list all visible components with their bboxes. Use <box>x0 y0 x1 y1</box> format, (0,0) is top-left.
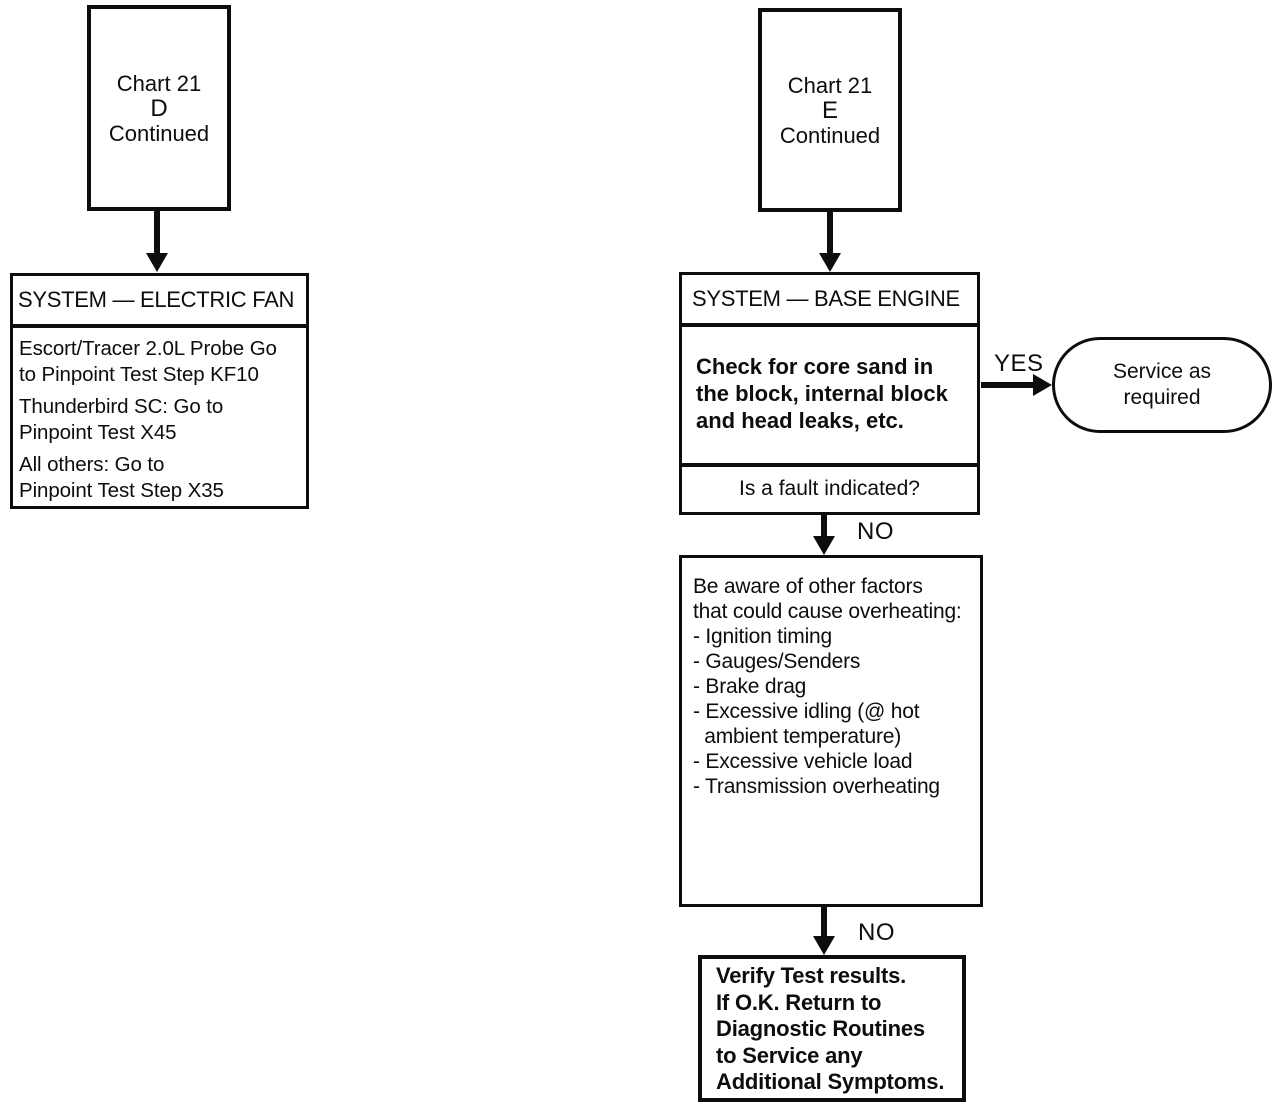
engine-line: the block, internal block <box>696 381 948 406</box>
engine-line: and head leaks, etc. <box>696 408 904 433</box>
arrow-shaft-d-to-fan <box>154 211 160 255</box>
chart-21-e-node: Chart 21 E Continued <box>758 8 902 212</box>
fault-question: Is a fault indicated? <box>739 477 920 500</box>
fan-paragraph: Escort/Tracer 2.0L Probe Go to Pinpoint … <box>19 336 304 388</box>
arrowhead-down-icon <box>813 936 835 955</box>
factors-line: - Excessive vehicle load <box>693 750 913 773</box>
system-header: SYSTEM — BASE ENGINE <box>682 275 977 327</box>
terminal-line: required <box>1123 386 1201 409</box>
engine-line: Check for core sand in <box>696 354 934 379</box>
yes-branch-label: YES <box>994 350 1044 377</box>
fan-line: Thunderbird SC: Go to <box>19 395 224 418</box>
no-branch-label-bottom: NO <box>858 919 895 946</box>
fan-paragraph: Thunderbird SC: Go to Pinpoint Test X45 <box>19 394 304 446</box>
factors-line: ambient temperature) <box>693 725 902 748</box>
arrow-shaft-no-top <box>821 515 827 538</box>
chart-ref-line: Chart 21 <box>787 72 873 98</box>
chart-ref-line: Chart 21 <box>116 70 202 96</box>
factors-line: - Excessive idling (@ hot <box>693 700 920 723</box>
no-branch-label-top: NO <box>857 518 894 545</box>
factors-line: - Gauges/Senders <box>693 650 861 673</box>
factors-line: - Brake drag <box>693 675 807 698</box>
fan-line: Pinpoint Test Step X35 <box>19 479 224 502</box>
factors-line: - Ignition timing <box>693 625 832 648</box>
terminal-line: Service as <box>1112 360 1212 383</box>
verify-line: If O.K. Return to <box>716 989 882 1015</box>
arrowhead-down-icon <box>813 536 835 555</box>
electric-fan-body: Escort/Tracer 2.0L Probe Go to Pinpoint … <box>13 328 306 504</box>
arrowhead-down-icon <box>146 253 168 272</box>
factors-body: Be aware of other factors that could cau… <box>682 558 980 799</box>
electric-fan-system-node: SYSTEM — ELECTRIC FAN Escort/Tracer 2.0L… <box>10 273 309 509</box>
arrow-shaft-yes <box>981 382 1035 388</box>
factors-line: that could cause overheating: <box>693 600 962 623</box>
arrow-shaft-e-to-engine <box>827 212 833 254</box>
service-as-required-terminal: Service as required <box>1052 337 1272 433</box>
fan-line: to Pinpoint Test Step KF10 <box>19 363 259 386</box>
chart-ref-line: Continued <box>108 120 210 146</box>
verify-line: Verify Test results. <box>716 963 907 988</box>
fan-line: All others: Go to <box>19 453 165 476</box>
fan-line: Pinpoint Test X45 <box>19 421 177 444</box>
fan-line: Escort/Tracer 2.0L Probe Go <box>19 337 277 360</box>
verify-line: Diagnostic Routines <box>716 1016 925 1041</box>
arrowhead-right-icon <box>1033 374 1052 396</box>
base-engine-check-text: Check for core sand in the block, intern… <box>682 327 977 467</box>
arrowhead-down-icon <box>819 253 841 272</box>
chart-21-d-node: Chart 21 D Continued <box>87 5 231 211</box>
factors-line: - Transmission overheating <box>693 775 940 798</box>
base-engine-system-node: SYSTEM — BASE ENGINE Check for core sand… <box>679 272 980 515</box>
system-header: SYSTEM — ELECTRIC FAN <box>13 276 306 328</box>
verify-body: Verify Test results. If O.K. Return to D… <box>702 959 962 1096</box>
verify-line: to Service any <box>716 1042 863 1068</box>
chart-ref-letter: E <box>821 96 838 124</box>
fan-paragraph: All others: Go to Pinpoint Test Step X35 <box>19 452 304 504</box>
verify-line: Additional Symptoms. <box>716 1069 945 1094</box>
arrow-shaft-no-bottom <box>821 907 827 938</box>
chart-ref-letter: D <box>150 94 168 122</box>
overheating-factors-node: Be aware of other factors that could cau… <box>679 555 983 907</box>
verify-test-results-node: Verify Test results. If O.K. Return to D… <box>698 955 966 1102</box>
factors-line: Be aware of other factors <box>693 575 923 598</box>
chart-ref-line: Continued <box>779 122 881 148</box>
